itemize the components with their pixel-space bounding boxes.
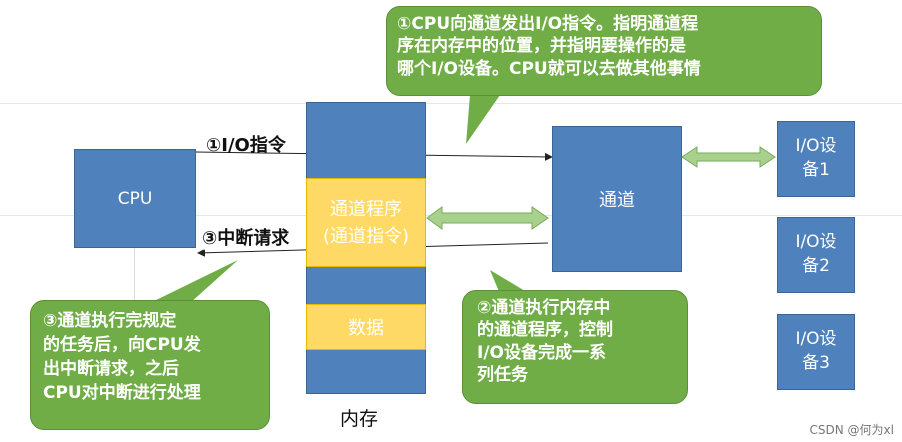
memory-label: 内存: [340, 408, 379, 430]
io-device-2-line2: 备2: [802, 256, 830, 276]
channel-program-block: 通道程序 (通道指令): [306, 178, 426, 267]
io-device-3: I/O设 备3: [777, 314, 855, 390]
io-device-2-line1: I/O设: [795, 232, 837, 253]
callout-step2-line: I/O设备完成一系: [477, 342, 606, 363]
callout-step3-line: ③通道执行完规定: [43, 311, 177, 331]
cpu-label: CPU: [117, 188, 153, 209]
data-block: 数据: [306, 304, 426, 350]
callout-step3-line: CPU对中断进行处理: [43, 383, 201, 404]
callout-step3-line: 的任务后，向CPU发: [43, 335, 201, 356]
callout-step2-line: ②通道执行内存中: [477, 298, 611, 318]
callout-step3-tail: [150, 260, 238, 303]
channel-instruction-label: (通道指令): [322, 225, 410, 247]
io-device-3-line2: 备3: [802, 353, 830, 373]
channel-box: 通道: [552, 126, 682, 272]
channel-program-label: 通道程序: [330, 198, 402, 220]
io-device-1-line2: 备1: [802, 160, 830, 180]
io-device-3-line1: I/O设: [795, 329, 837, 350]
callout-step2-line: 的通道程序，控制: [477, 320, 613, 341]
channel-label: 通道: [599, 190, 635, 211]
callout-step3: ③通道执行完规定 的任务后，向CPU发 出中断请求，之后 CPU对中断进行处理: [30, 300, 270, 430]
background-line: [0, 103, 902, 104]
callout-step3-line: 出中断请求，之后: [43, 359, 179, 380]
callout-step1-line: 哪个I/O设备。CPU就可以去做其他事情: [397, 58, 701, 79]
io-device-1: I/O设 备1: [777, 121, 855, 197]
channel-device-double-arrow: [681, 146, 776, 168]
interrupt-request-label: ③中断请求: [202, 224, 290, 250]
background-line: [134, 248, 135, 308]
callout-step1-tail: [466, 95, 500, 144]
callout-step2: ②通道执行内存中 的通道程序，控制 I/O设备完成一系 列任务: [462, 290, 688, 404]
io-device-2: I/O设 备2: [777, 217, 855, 293]
callout-step1-line: ①CPU向通道发出I/O指令。指明通道程: [397, 14, 699, 34]
io-device-1-line1: I/O设: [795, 136, 837, 157]
callout-step1-line: 序在内存中的位置，并指明要操作的是: [397, 36, 686, 57]
callout-step2-line: 列任务: [477, 365, 528, 386]
data-label: 数据: [348, 318, 384, 339]
memory-channel-double-arrow: [426, 206, 549, 230]
callout-step2-tail: [490, 270, 530, 294]
cpu-box: CPU: [74, 149, 196, 248]
callout-step1: ①CPU向通道发出I/O指令。指明通道程 序在内存中的位置，并指明要操作的是 哪…: [386, 6, 822, 96]
io-instruction-label: ①I/O指令: [206, 135, 286, 156]
watermark: CSDN @何为xl: [809, 423, 894, 437]
